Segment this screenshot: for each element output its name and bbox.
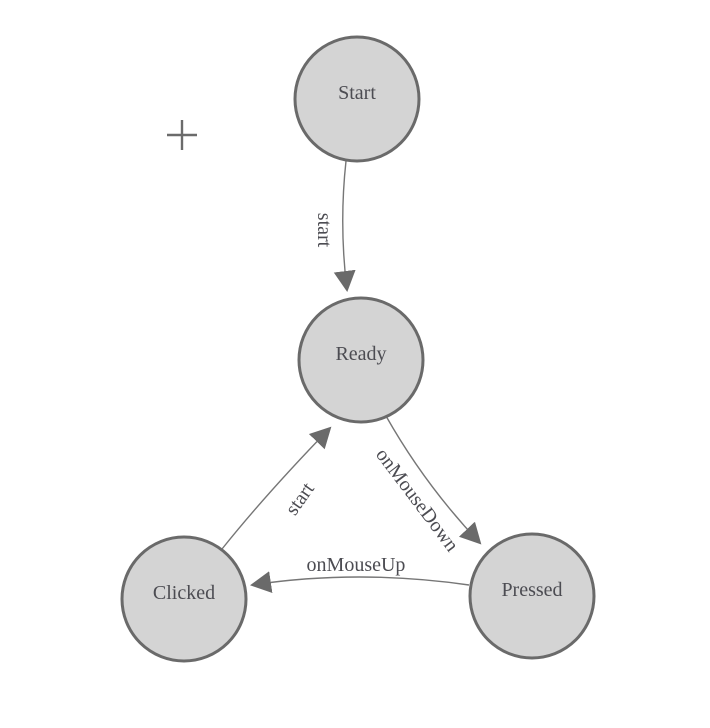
node-start-circle[interactable]: [293, 35, 421, 163]
node-start-label: Start: [338, 82, 376, 104]
node-clicked[interactable]: Clicked: [120, 535, 248, 663]
node-clicked-label: Clicked: [153, 582, 215, 604]
edge-ready-to-pressed[interactable]: onMouseDown: [371, 415, 482, 556]
node-pressed-label: Pressed: [501, 579, 562, 601]
node-ready-label: Ready: [335, 343, 386, 365]
edge-label-pressed-to-clicked: onMouseUp: [307, 554, 406, 576]
origin-cross-icon: [167, 120, 197, 150]
edge-start-to-ready[interactable]: start: [313, 160, 356, 292]
node-ready-circle[interactable]: [297, 296, 425, 424]
edge-label-start-to-ready: start: [313, 213, 335, 248]
node-pressed-circle[interactable]: [468, 532, 596, 660]
edge-label-clicked-to-ready: start: [281, 478, 319, 519]
edge-line-pressed-to-clicked[interactable]: [250, 571, 470, 594]
edge-line-clicked-to-ready[interactable]: [221, 426, 332, 550]
node-ready[interactable]: Ready: [297, 296, 425, 424]
edge-pressed-to-clicked[interactable]: onMouseUp: [250, 554, 470, 594]
edge-line-start-to-ready[interactable]: [333, 160, 356, 292]
node-pressed[interactable]: Pressed: [468, 532, 596, 660]
node-start[interactable]: Start: [293, 35, 421, 163]
edge-clicked-to-ready[interactable]: start: [221, 426, 332, 550]
node-clicked-circle[interactable]: [120, 535, 248, 663]
edge-label-ready-to-pressed: onMouseDown: [371, 444, 463, 556]
edge-line-ready-to-pressed[interactable]: [385, 415, 482, 545]
